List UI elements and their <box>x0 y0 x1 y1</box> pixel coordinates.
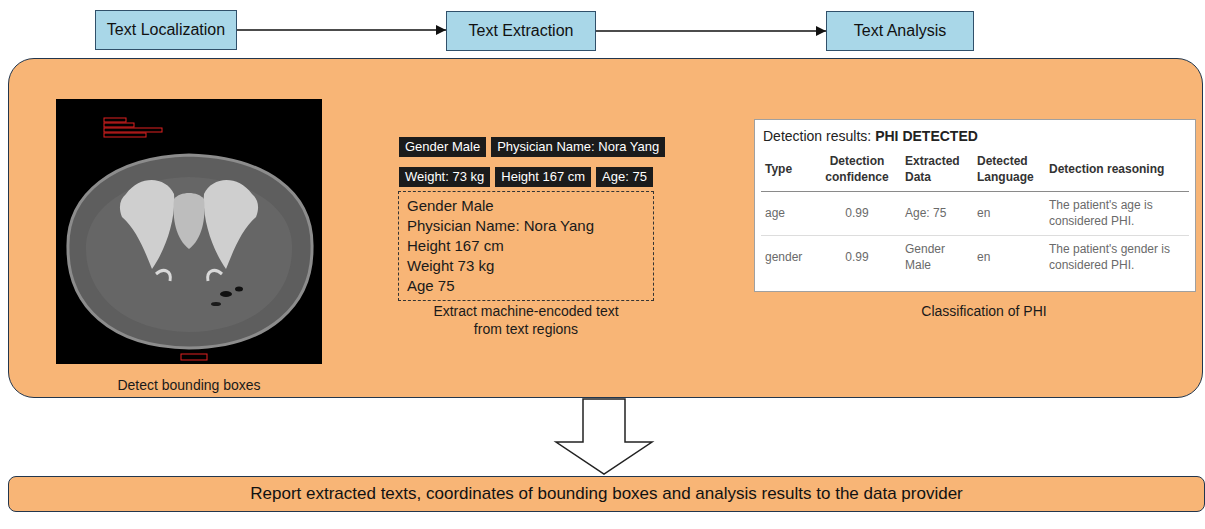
node-text: Weight 73 kg <box>407 256 645 276</box>
node-text: Physician Name: Nora Yang <box>407 216 645 236</box>
stage-panel: Gender MalePhysician Name: Nora YangWeig… <box>8 58 1203 398</box>
extracted-text-tag: Physician Name: Nora Yang <box>491 137 665 157</box>
node-text: Gender Male <box>405 139 480 155</box>
node-text: Text Extraction <box>469 22 574 40</box>
node-text: Text Localization <box>107 21 225 39</box>
stage-caption: Extract machine-encoded text from text r… <box>431 303 621 338</box>
node-text: Height 167 cm <box>501 169 585 185</box>
process-box: Text Localization <box>95 10 237 50</box>
node-text: Age 75 <box>407 276 645 296</box>
stage-caption: Classification of PHI <box>884 303 1084 321</box>
extracted-text-box: Gender MalePhysician Name: Nora YangHeig… <box>398 191 654 301</box>
node-text: Height 167 cm <box>407 236 645 256</box>
table-heading: Detection results: <box>763 128 871 144</box>
table-cell: 0.99 <box>819 250 895 266</box>
extracted-text-tag: Age: 75 <box>596 167 653 187</box>
table-cell: Age: 75 <box>905 206 973 222</box>
block-arrow <box>556 399 652 474</box>
table-rule <box>761 235 1189 236</box>
table-cell: The patient's gender is considered PHI. <box>1049 242 1191 273</box>
table-header: Detected Language <box>977 154 1045 185</box>
stage-caption: Detect bounding boxes <box>69 377 309 395</box>
table-cell: en <box>977 250 1045 266</box>
flow-arrow <box>237 29 446 30</box>
node-text: Physician Name: Nora Yang <box>497 139 659 155</box>
table-cell: en <box>977 206 1045 222</box>
table-cell: The patient's age is considered PHI. <box>1049 198 1191 229</box>
process-box: Text Analysis <box>826 11 974 51</box>
extracted-text-tag: Height 167 cm <box>495 167 591 187</box>
table-rule <box>761 191 1189 192</box>
table-header: Type <box>765 162 819 178</box>
extracted-text-tag: Gender Male <box>399 137 486 157</box>
results-table: Detection results:PHI DETECTEDTypeDetect… <box>754 119 1196 292</box>
table-cell: gender <box>765 250 819 266</box>
node-text: Weight: 73 kg <box>405 169 484 185</box>
process-box: Text Extraction <box>446 11 596 51</box>
node-text: Gender Male <box>407 196 645 216</box>
table-cell: 0.99 <box>819 206 895 222</box>
node-text: Age: 75 <box>602 169 647 185</box>
table-header: Extracted Data <box>905 154 973 185</box>
report-box: Report extracted texts, coordinates of b… <box>8 476 1205 512</box>
node-text: Text Analysis <box>854 22 946 40</box>
table-heading: PHI DETECTED <box>875 128 978 144</box>
table-cell: age <box>765 206 819 222</box>
ct-scan-image <box>56 99 322 364</box>
flow-arrow <box>596 30 826 31</box>
table-header: Detection reasoning <box>1049 162 1191 178</box>
table-cell: Gender Male <box>905 242 973 273</box>
node-text: Report extracted texts, coordinates of b… <box>250 484 963 504</box>
extracted-text-tag: Weight: 73 kg <box>399 167 490 187</box>
table-header: Detection confidence <box>819 154 895 185</box>
